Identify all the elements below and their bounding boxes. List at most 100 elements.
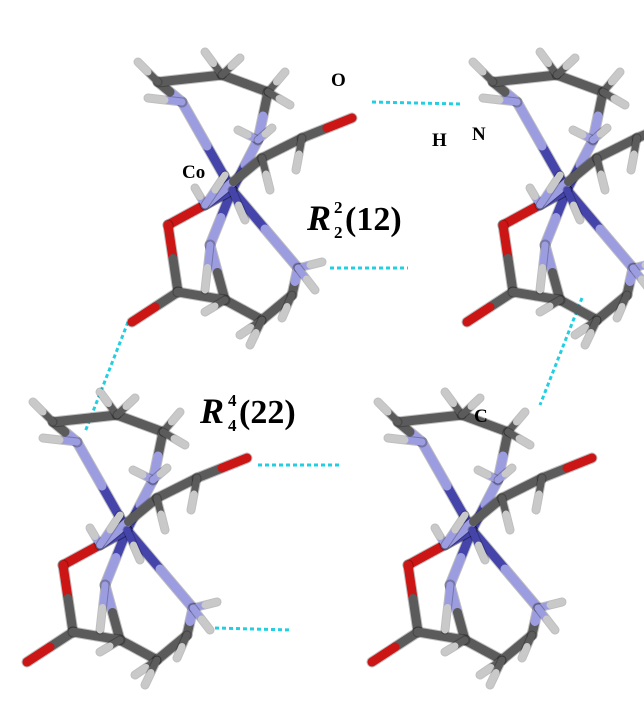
bond-half [488,74,530,87]
bond-half [526,184,539,200]
bond-half [480,475,503,510]
bond-half [485,287,518,312]
bond-half [122,394,139,410]
bond-half [627,150,638,174]
bond-half [469,58,487,76]
bond-half [403,560,418,603]
bond-half [515,435,534,449]
bond-half [261,124,276,138]
bond-half [99,581,109,611]
motif-r44-subscript: 4 [228,416,237,435]
bond-half [45,627,78,652]
bond-half [72,437,107,491]
label-hydrogen: H [432,130,447,151]
bond-half [29,398,47,416]
bond-half [275,95,294,109]
hydrogen-bond [214,626,293,632]
bond-half [546,171,564,194]
bond-half [498,203,540,230]
complex-bottom-left [21,387,253,690]
bond-half [546,598,566,609]
bond-half [187,490,198,514]
bond-half [462,302,495,327]
bond-half [292,150,303,174]
bond-half [536,48,552,67]
bond-half [168,254,183,297]
bond-half [127,302,160,327]
bond-half [246,329,260,349]
bond-half [58,543,100,570]
bond-half [536,302,554,316]
bond-half [80,410,122,423]
bond-half [543,615,559,634]
bond-half [236,324,255,339]
bond-half [441,388,457,407]
label-carbon: C [474,406,488,427]
bond-half [417,437,452,491]
motif-r22-superscript: 2 [334,198,343,217]
bond-half [150,287,183,312]
bond-half [367,642,400,667]
bond-half [163,203,205,230]
bond-half [479,94,504,104]
bond-half [408,594,423,637]
bond-half [58,560,73,603]
bond-half [571,324,590,339]
bond-half [204,241,214,271]
bond-half [476,664,495,679]
bond-half [486,669,500,689]
bond-half [441,604,451,634]
bond-half [217,453,252,473]
bond-half [211,171,229,194]
motif-r44-22: R 4 4 (22) [199,391,296,435]
bond-half [303,275,319,294]
bond-half [532,490,543,514]
bond-half [48,414,90,427]
label-cobalt: Co [182,162,205,183]
bond-half [129,466,147,479]
motif-r44-ring-size: (22) [239,394,296,431]
bond-half [96,388,112,407]
bond-half [467,394,484,410]
label-nitrogen: N [472,124,486,145]
bond-half [597,170,609,194]
bond-half [502,510,514,534]
bond-half [234,126,252,139]
bond-half [564,153,602,186]
bond-half [198,615,214,634]
bond-half [306,258,326,269]
bond-half [474,466,492,479]
bond-half [390,627,423,652]
motif-r22-letter: R [306,198,331,238]
bond-half [86,524,99,540]
bond-half [518,643,531,662]
bond-half [393,414,435,427]
bond-half [469,493,507,526]
motif-r22-ring-size: (12) [345,201,402,238]
bond-half [144,94,169,104]
bond-half [185,70,227,83]
bond-half [240,135,263,170]
bond-half [229,153,267,186]
bond-half [613,303,626,322]
bond-half [501,464,516,478]
label-oxygen: O [331,70,346,91]
complex-top-right [461,47,644,350]
bond-half [445,553,466,590]
complex-bottom-right [366,387,598,690]
bond-half [322,113,357,133]
bond-half [235,201,249,224]
motif-r44-superscript: 4 [228,391,237,410]
bond-half [173,643,186,662]
bond-half [374,398,392,416]
bond-half [168,408,184,426]
bond-half [596,124,611,138]
bond-half [156,464,171,478]
bond-half [63,594,78,637]
bond-half [581,329,595,349]
bond-half [384,434,409,444]
bond-half [155,564,198,613]
bond-half [503,254,518,297]
complex-top-left [126,47,358,350]
